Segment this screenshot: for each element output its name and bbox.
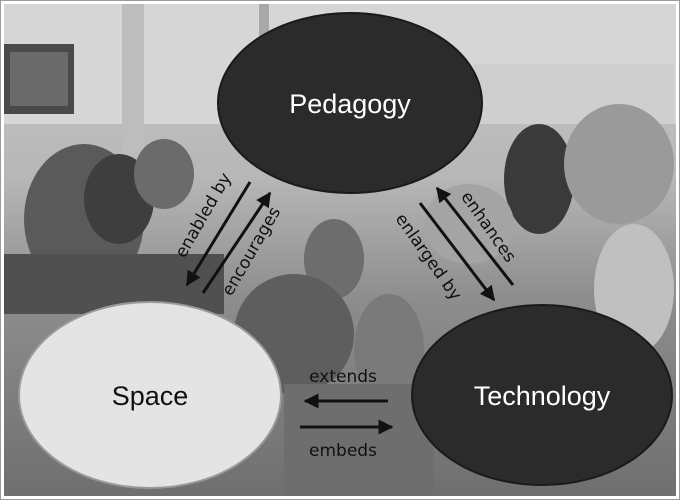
- label-extends: extends: [309, 367, 377, 387]
- edge-space-technology: extends embeds: [300, 367, 394, 461]
- technology-ellipse: [411, 304, 673, 486]
- label-enabled-by: enabled by: [171, 170, 236, 262]
- space-ellipse: [18, 301, 282, 489]
- node-technology: Technology: [411, 304, 673, 486]
- label-embeds: embeds: [309, 441, 377, 461]
- label-enlarged-by: enlarged by: [391, 210, 466, 305]
- node-pedagogy: Pedagogy: [217, 12, 483, 194]
- arrow-enlarged-by: [418, 202, 496, 302]
- space-label: Space: [112, 381, 189, 411]
- arrow-enabled-by: [185, 181, 252, 287]
- arrow-encourages: [201, 191, 272, 294]
- technology-label: Technology: [474, 381, 611, 411]
- edge-pedagogy-technology: enlarged by enhances: [391, 186, 520, 305]
- arrow-enhances: [435, 186, 515, 286]
- edge-space-pedagogy: enabled by encourages: [171, 170, 285, 300]
- pedagogy-label: Pedagogy: [289, 89, 411, 119]
- pedagogy-ellipse: [217, 12, 483, 194]
- node-space: Space: [18, 301, 282, 489]
